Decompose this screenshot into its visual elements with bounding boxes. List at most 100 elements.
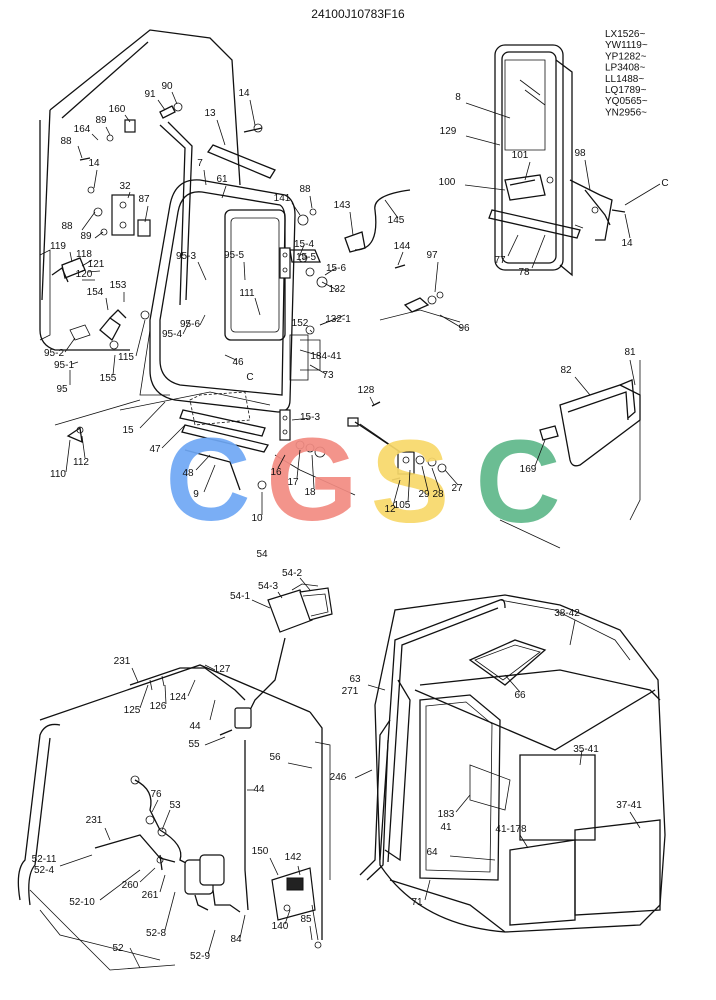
part-number-label: 10 [251, 513, 263, 524]
watermark-letter: G [266, 414, 358, 546]
rear-frame-outline [17, 664, 331, 971]
leader-line [239, 914, 246, 939]
part-number-label: 260 [122, 880, 139, 891]
part-number-label: 54-2 [282, 568, 302, 579]
part-number-label: 52 [112, 943, 124, 954]
part-number-label: 126 [150, 701, 167, 712]
leader-line [187, 679, 196, 697]
leader-line [139, 867, 156, 883]
leader-line [277, 454, 286, 469]
part-number-label: 89 [80, 231, 92, 242]
leader-line [127, 191, 131, 199]
leader-line [182, 319, 191, 335]
leader-line [221, 185, 227, 199]
part-number-label: 128 [358, 385, 375, 396]
part-number-label: 32 [119, 181, 131, 192]
serial-range: LL1488~ [605, 74, 644, 85]
part-number-label: 76 [150, 789, 162, 800]
part-number-label: 66 [514, 690, 526, 701]
part-number-label: C [661, 178, 668, 189]
cab-door [54, 179, 321, 426]
leader-line [105, 297, 109, 311]
part-number-label: 54 [256, 549, 268, 560]
part-number-label: 96 [458, 323, 470, 334]
leader-line [424, 879, 431, 901]
leader-line [367, 684, 386, 691]
work-lamp-assembly [219, 583, 333, 736]
leader-line [465, 135, 501, 146]
leader-line [297, 865, 301, 876]
part-number-label: 77 [494, 255, 506, 266]
leader-line [569, 619, 576, 646]
part-number-label: 52-11 [32, 854, 57, 865]
part-number-label: 125 [124, 705, 141, 716]
leader-line [309, 329, 313, 333]
leader-line [531, 234, 546, 269]
wiring-harness [94, 667, 249, 913]
part-number-label: 164 [74, 124, 91, 135]
leader-line [254, 297, 261, 316]
part-number-label: 231 [114, 656, 131, 667]
serial-range: YQ0565~ [605, 96, 648, 107]
part-number-label: 15 [122, 425, 134, 436]
serial-number-list: LX1526~YW1119~YP1282~LP3408~LL1488~LQ178… [605, 29, 648, 118]
serial-range: LX1526~ [605, 29, 645, 40]
part-number-label: 78 [518, 267, 530, 278]
part-number-label: 61 [216, 174, 228, 185]
part-number-label: 18 [304, 487, 316, 498]
leader-line [65, 439, 71, 473]
leader-line [164, 891, 176, 931]
leader-line [157, 99, 166, 111]
serial-range: LP3408~ [605, 63, 645, 74]
leader-line [139, 684, 149, 709]
part-number-label: 52-10 [69, 897, 95, 908]
leader-line [407, 469, 411, 503]
leader-line [584, 159, 591, 191]
leader-line [204, 736, 226, 746]
leader-line [135, 319, 146, 357]
leader-line [216, 119, 226, 146]
part-number-label: 271 [342, 686, 359, 697]
leader-line [199, 314, 206, 326]
part-number-label: 112 [73, 457, 89, 468]
part-number-label: 95-5 [224, 250, 244, 261]
part-number-label: 150 [252, 846, 269, 857]
leader-line [431, 467, 441, 492]
part-number-label: 56 [269, 752, 281, 763]
leader-line [624, 183, 661, 206]
leader-line [204, 664, 216, 671]
part-number-label: 246 [330, 772, 347, 783]
leader-line [87, 270, 101, 273]
part-number-label: 100 [439, 177, 456, 188]
leader-line [444, 469, 459, 486]
part-number-label: 132-1 [325, 314, 351, 325]
leader-line [69, 251, 73, 263]
cab-frame-outline [39, 29, 241, 396]
part-number-label: 119 [50, 241, 66, 252]
part-number-label: 231 [86, 815, 103, 826]
leader-line [369, 396, 375, 406]
part-number-label: 44 [189, 721, 201, 732]
leader-line [129, 947, 141, 969]
part-number-label: 95-6 [180, 319, 200, 330]
part-number-label: 140 [272, 921, 289, 932]
leader-line [224, 354, 237, 361]
leader-line [112, 354, 116, 376]
part-number-label: 261 [142, 890, 159, 901]
door-stay-hardware [257, 189, 461, 496]
watermark-letter: C [475, 416, 560, 548]
watermark-letter: S [371, 416, 450, 548]
part-number-label: C [246, 372, 253, 383]
part-number-label: 155 [100, 373, 117, 384]
leader-line [94, 231, 104, 239]
leader-line [64, 337, 76, 353]
leader-line [629, 811, 641, 829]
leader-line [171, 91, 178, 105]
part-number-label: 105 [394, 500, 411, 511]
leader-line [574, 376, 591, 396]
leader-line [291, 417, 311, 421]
leader-line [249, 99, 256, 126]
leader-line [161, 809, 171, 831]
part-number-label: 160 [109, 104, 126, 115]
part-number-label: 64 [426, 847, 438, 858]
